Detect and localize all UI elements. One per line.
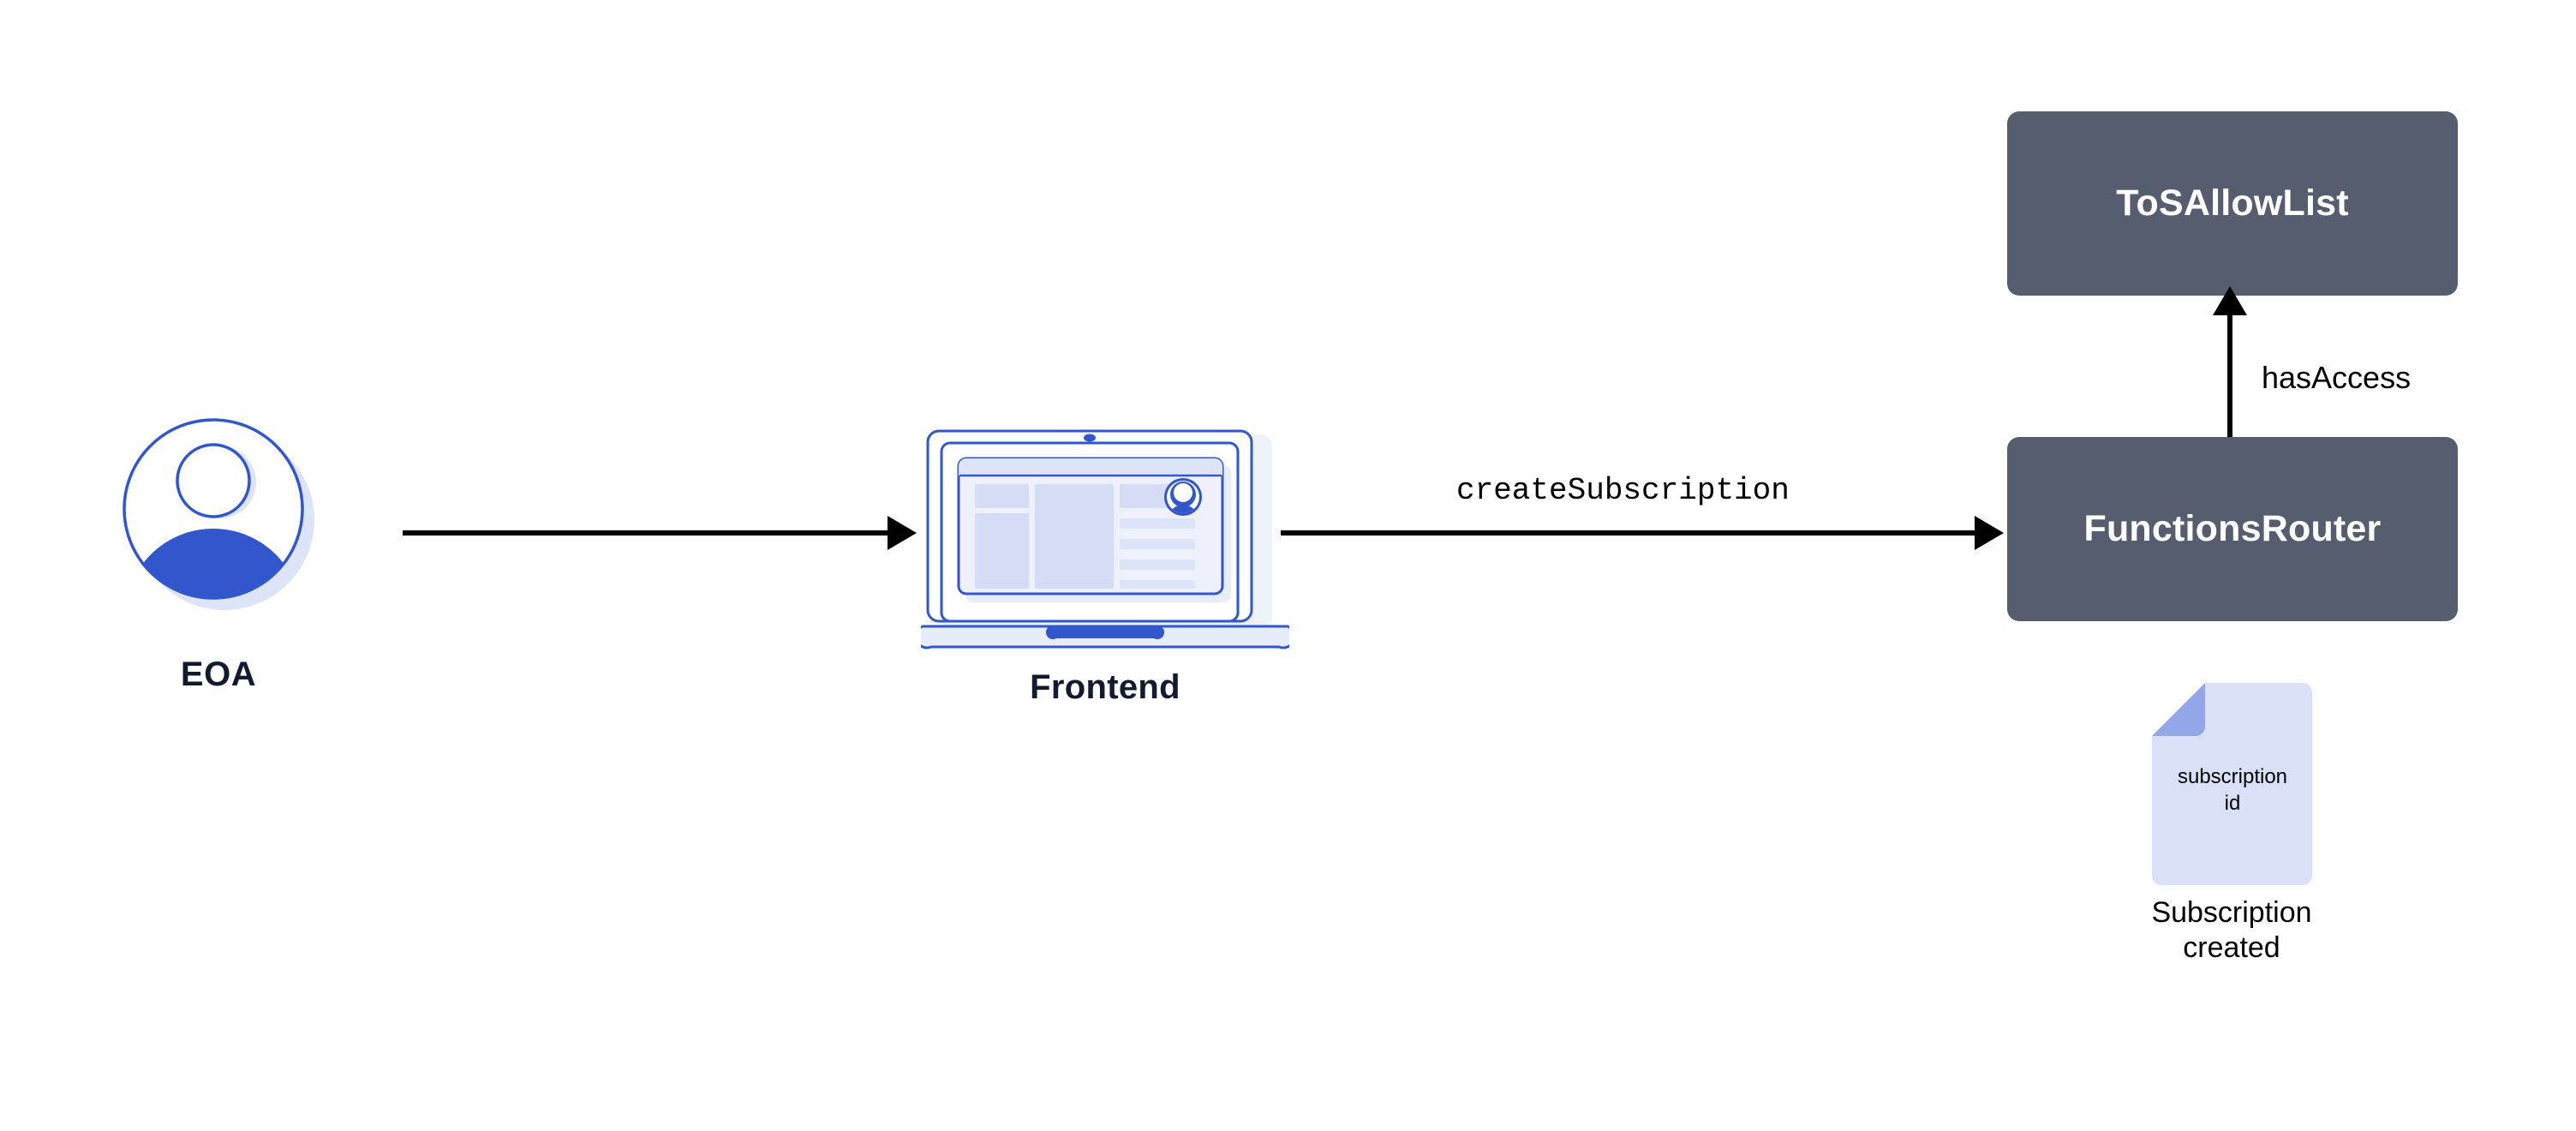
- arrow-eoa-to-frontend-head: [888, 516, 917, 550]
- arrow-router-to-tos-line: [2227, 313, 2232, 440]
- subscription-doc-text-line1: subscription: [2178, 765, 2287, 788]
- subscription-doc-caption: Subscription created: [2056, 895, 2407, 966]
- subscription-doc-caption-line1: Subscription: [2151, 896, 2312, 929]
- node-tos-allow-list-label: ToSAllowList: [2116, 183, 2349, 224]
- node-subscription-document[interactable]: subscription id: [2150, 681, 2313, 887]
- arrow-eoa-to-frontend-line: [403, 530, 891, 536]
- subscription-doc-caption-line2: created: [2183, 931, 2280, 965]
- edge-label-create-subscription: createSubscription: [1456, 473, 1790, 508]
- screen-avatar-icon: [1164, 478, 1202, 516]
- arrow-router-to-tos-head: [2213, 286, 2247, 315]
- node-frontend[interactable]: Frontend: [914, 424, 1296, 767]
- node-tos-allow-list[interactable]: ToSAllowList: [2007, 111, 2458, 296]
- node-eoa[interactable]: EOA: [120, 416, 326, 758]
- node-frontend-label: Frontend: [1030, 668, 1180, 706]
- node-eoa-label: EOA: [180, 655, 257, 693]
- node-functions-router-label: FunctionsRouter: [2083, 508, 2382, 549]
- arrow-frontend-to-router-head: [1975, 516, 2004, 550]
- arrow-frontend-to-router-line: [1281, 530, 1978, 536]
- laptop-icon: [914, 424, 1296, 660]
- subscription-doc-text-line2: id: [2225, 792, 2241, 815]
- edge-label-has-access: hasAccess: [2262, 360, 2412, 395]
- node-functions-router[interactable]: FunctionsRouter: [2007, 437, 2458, 621]
- user-avatar-icon: [120, 416, 317, 613]
